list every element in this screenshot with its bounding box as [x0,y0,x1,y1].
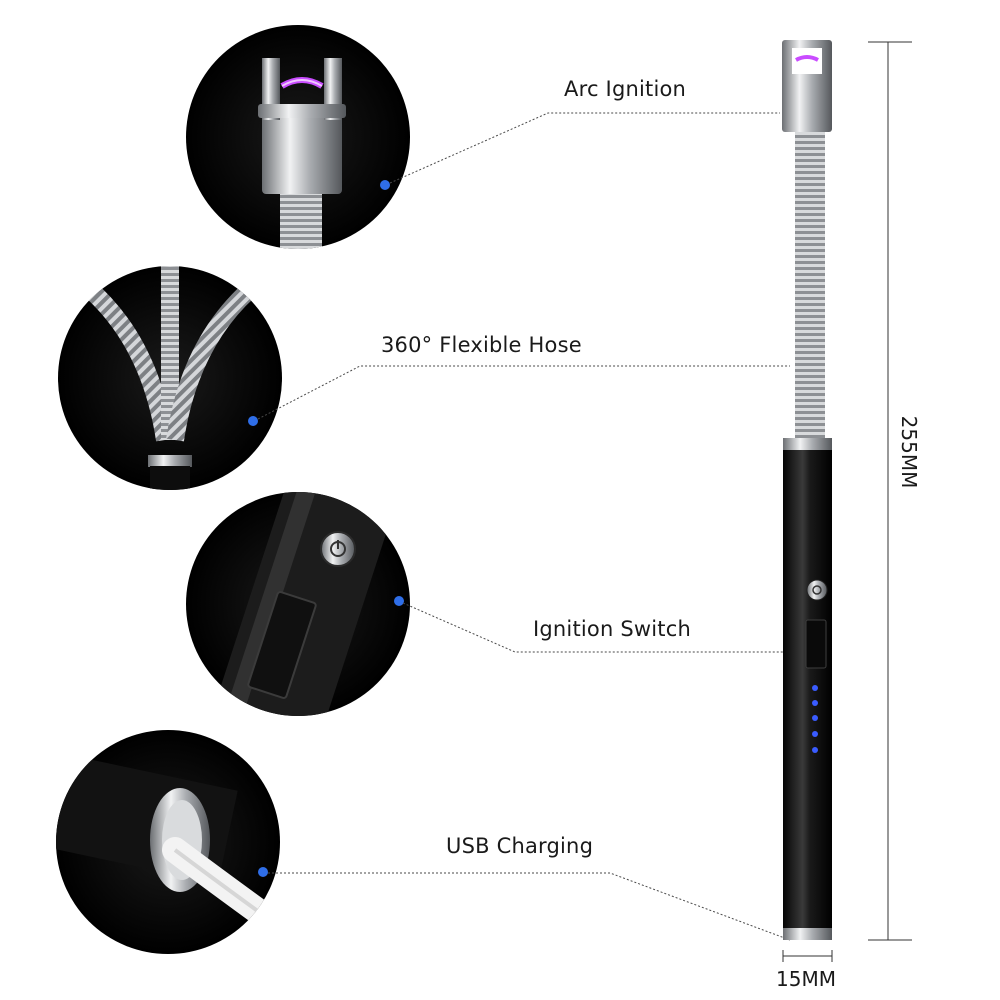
label-usb-charging: USB Charging [446,834,594,858]
flexible-hose-detail [58,266,282,490]
battery-led-icon [812,685,818,753]
callout-dot-switch [394,596,404,606]
dimension-width: 15MM [776,967,836,991]
dimension-length: 255MM [897,415,921,489]
slider-arrows-icon [247,591,317,699]
callout-dot-arc [380,180,390,190]
callout-lines [257,112,791,941]
label-arc-ignition: Arc Ignition [564,77,687,101]
power-button-icon [806,579,828,601]
ignition-switch-detail [186,492,410,716]
dimension-lines [782,41,912,962]
ignition-slider [805,619,827,669]
lighter-product [782,40,832,940]
usb-charging-detail [56,730,280,954]
callout-dot-usb [258,867,268,877]
arc-ignition-detail [186,25,410,249]
label-flexible-hose: 360° Flexible Hose [381,333,582,357]
label-ignition-switch: Ignition Switch [533,617,691,641]
callout-dot-hose [248,416,258,426]
